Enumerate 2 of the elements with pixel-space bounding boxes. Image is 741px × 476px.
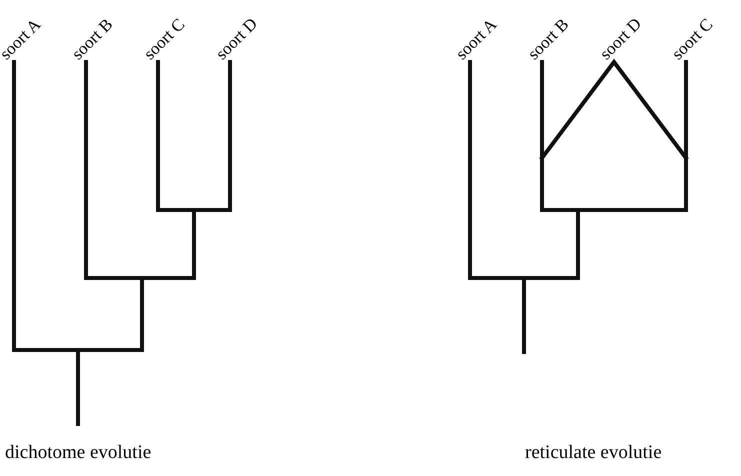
caption: reticulate evolutie	[525, 442, 662, 464]
caption: dichotome evolutie	[5, 442, 152, 464]
